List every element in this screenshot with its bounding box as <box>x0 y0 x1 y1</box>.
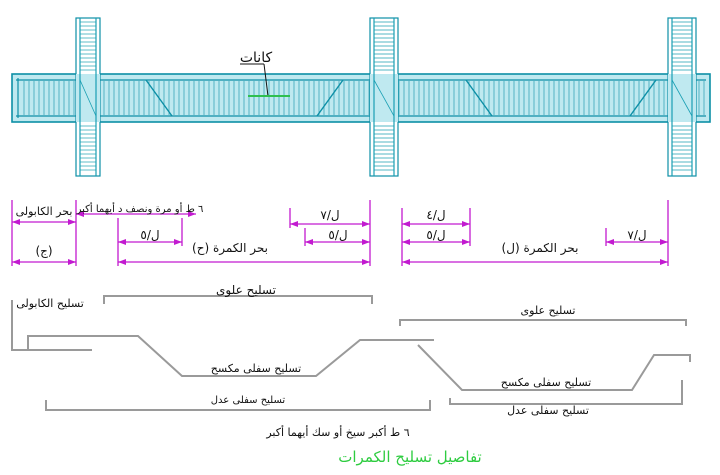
cantilever-rebar-label: تسليح الكابولى <box>16 297 84 310</box>
bent-bar <box>629 79 657 117</box>
beam1-left-bottom-dim: ل/٥ <box>426 228 445 242</box>
top-bar-left <box>103 295 373 304</box>
bent-bar-right <box>417 344 691 391</box>
bottom-straight-right-label: تسليح سفلى عدل <box>507 404 589 417</box>
cantilever-span-label: بحر الكابولى <box>16 205 73 218</box>
bottom-bent-left-label: تسليح سفلى مكسح <box>211 362 301 375</box>
cantilever-tag: (ج) <box>35 244 52 258</box>
bent-bar <box>316 79 344 117</box>
top-bar-right <box>399 319 687 326</box>
top-rebar-left-label: تسليح علوى <box>216 283 276 298</box>
bent-bar <box>465 79 493 117</box>
beam1-span-label: بحر الكمرة (ل) <box>502 241 579 256</box>
column <box>75 17 101 177</box>
straight-bar-right <box>449 380 683 405</box>
development-length-label: ٦ ط أو مرة ونصف د أيهما أكبر <box>76 202 204 215</box>
joint-bar <box>671 79 693 117</box>
stirrup-callout: كانات <box>240 50 290 97</box>
top-rebar-right-label: تسليح علوى <box>521 304 576 317</box>
rebar-schedule <box>11 295 691 411</box>
column <box>369 17 399 177</box>
bent-bar <box>145 79 173 117</box>
dimension-lines <box>11 200 669 266</box>
rebar-labels: تسليح الكابولى تسليح علوى تسليح علوى تسل… <box>16 283 591 439</box>
joint-bar <box>79 79 97 117</box>
cantilever-bar <box>11 300 92 351</box>
beam2-right-bottom-dim: ل/٥ <box>328 228 347 242</box>
beam2-right-top-dim: ل/٧ <box>320 208 339 222</box>
beam-body <box>11 73 711 123</box>
diagram-caption: تفاصيل تسليح الكمرات <box>338 448 481 466</box>
beam2-left-bottom-dim: ل/٥ <box>140 228 159 242</box>
bent-bars <box>145 79 657 117</box>
dimension-arrows <box>12 211 668 265</box>
anchorage-note: ٦ ط أكبر سيخ أو سك أيهما أكبر <box>265 425 409 439</box>
column <box>667 17 697 177</box>
dimension-text: بحر الكابولى (ج) ٦ ط أو مرة ونصف د أيهما… <box>16 202 647 258</box>
beam-elevation: كانات <box>11 17 711 177</box>
joint-bar <box>373 79 395 117</box>
beam1-right-bottom-dim: ل/٧ <box>627 228 646 242</box>
bottom-bent-right-label: تسليح سفلى مكسح <box>501 376 591 389</box>
bottom-straight-left-label: تسليح سفلى عدل <box>211 395 286 406</box>
straight-bar-left <box>45 400 431 411</box>
beam2-span-label: بحر الكمرة (ح) <box>192 241 268 256</box>
bent-bar-left <box>27 335 434 377</box>
stirrups-label: كانات <box>240 50 273 66</box>
beam1-left-top-dim: ل/٤ <box>426 208 445 222</box>
columns <box>75 17 697 177</box>
